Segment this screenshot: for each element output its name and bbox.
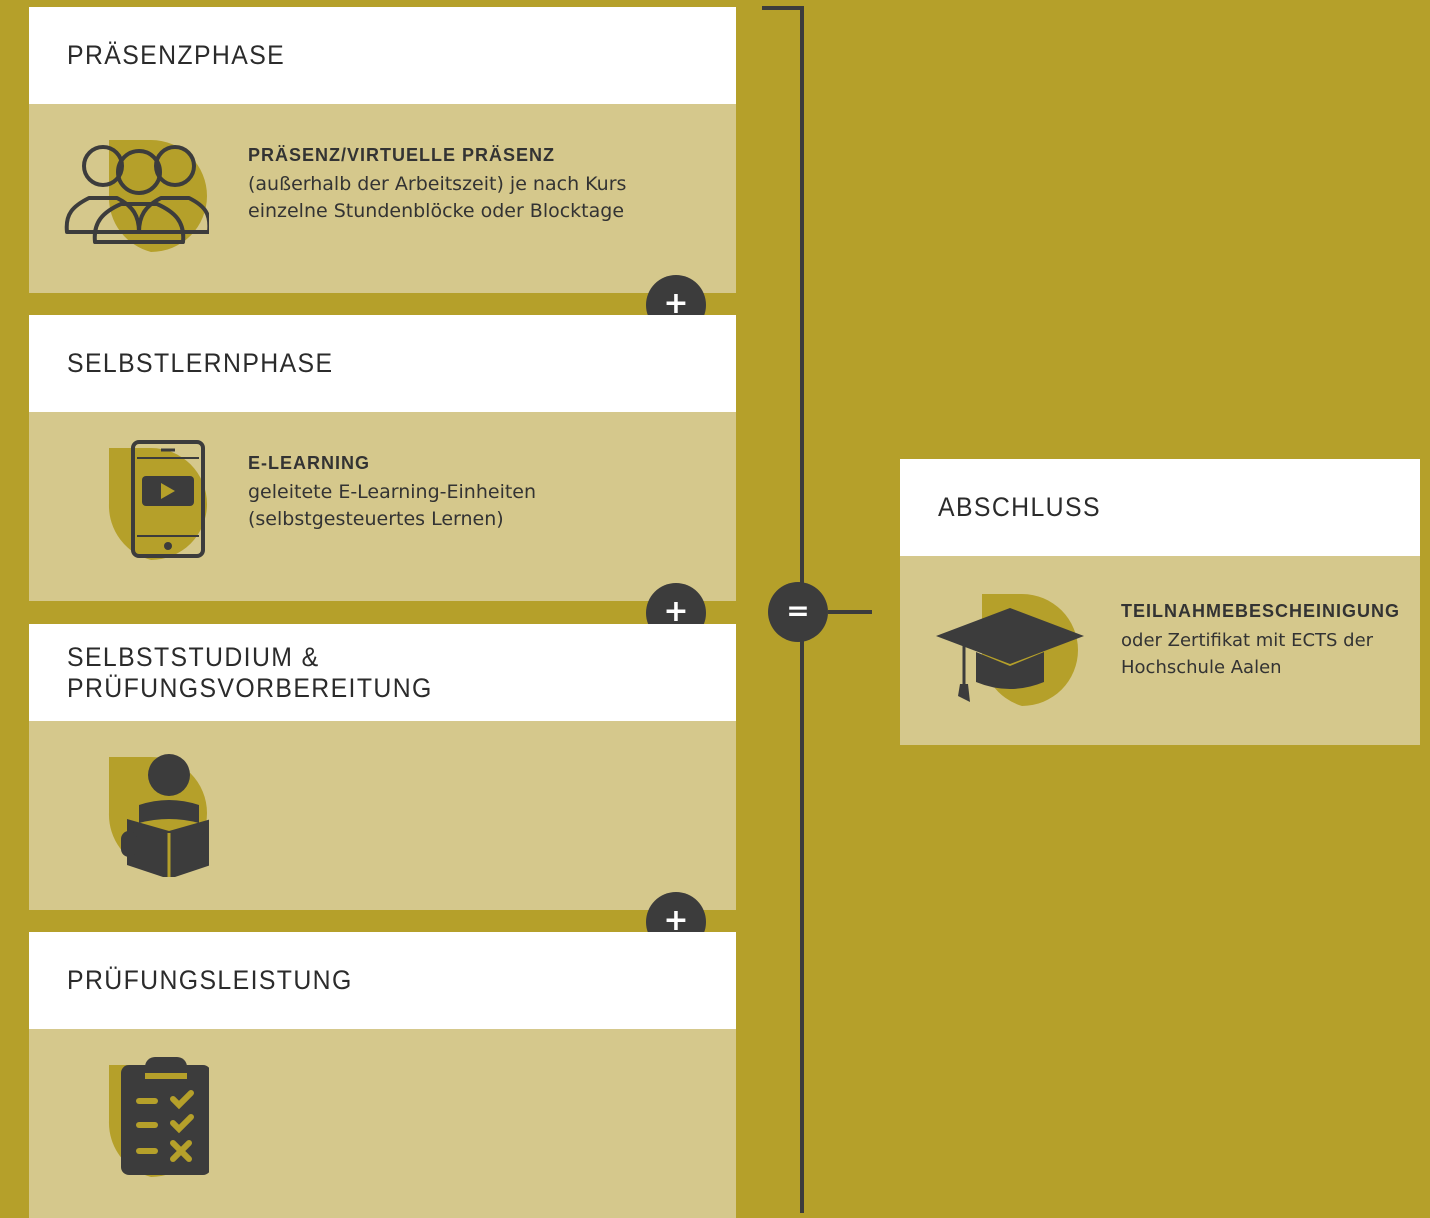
phase-header: PRÜFUNGSLEISTUNG	[29, 932, 736, 1029]
phase-title: SELBSTLERNPHASE	[67, 348, 334, 378]
phase-title: PRÜFUNGSLEISTUNG	[67, 965, 353, 995]
phase-header: PRÄSENZPHASE	[29, 7, 736, 104]
phase-line: geleitete E-Learning-Einheiten	[248, 481, 537, 503]
phase-subtitle: E-LEARNING	[248, 453, 370, 473]
phase-text: E-LEARNING geleitete E-Learning-Einheite…	[248, 450, 536, 533]
phase-body: PRÄSENZ/VIRTUELLE PRÄSENZ (außerhalb der…	[29, 104, 736, 293]
phase-line: (außerhalb der Arbeitszeit) je nach Kurs	[248, 173, 627, 195]
phase-header: SELBSTLERNPHASE	[29, 315, 736, 412]
phase-line: einzelne Stundenblöcke oder Blocktage	[248, 200, 625, 222]
phase-text: PRÄSENZ/VIRTUELLE PRÄSENZ (außerhalb der…	[248, 142, 626, 225]
phase-card-pruefungsleistung: PRÜFUNGSLEISTUNG	[29, 932, 736, 1218]
result-card-abschluss: ABSCHLUSS TEILNAHMEBESCHEINIGUNG oder Ze…	[900, 459, 1420, 745]
phase-card-praesenz: PRÄSENZPHASE PRÄSENZ/VIRTUELLE PRÄSENZ (…	[29, 7, 736, 293]
phase-title: PRÄSENZPHASE	[67, 40, 286, 70]
tablet-video-icon	[108, 440, 207, 560]
phase-header: SELBSTSTUDIUM & PRÜFUNGSVORBEREITUNG	[29, 624, 736, 721]
phase-body	[29, 721, 736, 910]
phase-line: (selbstgesteuertes Lernen)	[248, 508, 504, 530]
graduation-cap-icon	[936, 594, 1084, 706]
result-title: ABSCHLUSS	[938, 492, 1101, 522]
result-line: Hochschule Aalen	[1121, 657, 1282, 678]
phase-body: E-LEARNING geleitete E-Learning-Einheite…	[29, 412, 736, 601]
bracket-top	[762, 6, 804, 10]
reading-person-icon	[108, 754, 209, 877]
result-header: ABSCHLUSS	[900, 459, 1420, 556]
result-line: oder Zertifikat mit ECTS der	[1121, 630, 1374, 651]
phase-title: SELBSTSTUDIUM & PRÜFUNGSVORBEREITUNG	[67, 641, 433, 703]
phase-subtitle: PRÄSENZ/VIRTUELLE PRÄSENZ	[248, 145, 556, 165]
phase-card-selbststudium: SELBSTSTUDIUM & PRÜFUNGSVORBEREITUNG	[29, 624, 736, 910]
result-body: TEILNAHMEBESCHEINIGUNG oder Zertifikat m…	[900, 556, 1420, 745]
phase-card-selbstlern: SELBSTLERNPHASE E-LEARNING geleitete E-L…	[29, 315, 736, 601]
clipboard-checklist-icon	[108, 1057, 209, 1177]
group-icon	[64, 140, 209, 252]
phase-body	[29, 1029, 736, 1218]
result-text: TEILNAHMEBESCHEINIGUNG oder Zertifikat m…	[1121, 598, 1400, 681]
equals-operator: =	[768, 582, 828, 642]
result-connector	[828, 610, 872, 614]
result-subtitle: TEILNAHMEBESCHEINIGUNG	[1121, 601, 1401, 621]
